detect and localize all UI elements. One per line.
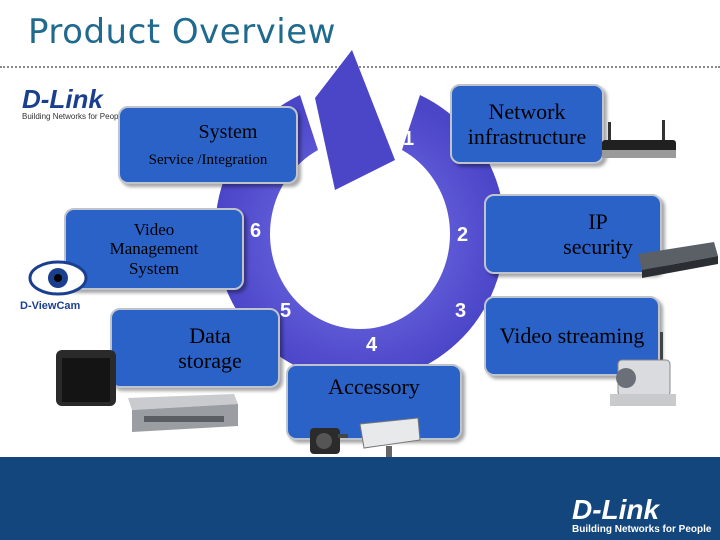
dlink-logo-footer-tagline: Building Networks for People — [572, 524, 712, 535]
lens-accessory-icon — [310, 428, 348, 454]
dlink-logo-top-brand: D-Link — [22, 84, 103, 114]
step-number-5: 5 — [280, 300, 292, 322]
data-storage-box: Data storage — [110, 308, 280, 388]
ip-camera-device-icon — [610, 332, 676, 406]
slide-title: Product Overview — [28, 12, 336, 52]
dviewcam-logo: D-ViewCam — [20, 300, 81, 312]
dlink-logo-footer-brand: D-Link — [572, 494, 660, 525]
system-integration-box: System Service /Integration — [118, 106, 298, 184]
nas-device-icon — [56, 350, 116, 406]
network-infrastructure-label: Network infrastructure — [467, 98, 587, 149]
switch-device-icon — [638, 242, 718, 278]
data-storage-label: Data storage — [178, 322, 242, 373]
network-infrastructure-box: Network infrastructure — [450, 84, 604, 164]
ip-security-label: IP security — [563, 208, 633, 259]
footer-bar — [0, 457, 720, 540]
ip-security-box: IP security — [484, 194, 662, 274]
dlink-logo-footer: D-Link Building Networks for People — [572, 494, 712, 536]
vms-box: Video Management System — [64, 208, 244, 290]
video-streaming-label: Video streaming — [499, 323, 645, 349]
dlink-logo-top-tagline: Building Networks for People — [22, 112, 125, 121]
router-device-icon — [602, 120, 676, 158]
accessory-label: Accessory — [328, 374, 420, 399]
step-number-3: 3 — [455, 300, 467, 322]
step-number-2: 2 — [457, 224, 469, 246]
service-integration-label: Service /Integration — [148, 151, 268, 168]
vms-label: Video Management System — [109, 219, 199, 278]
rack-server-device-icon — [128, 394, 238, 432]
step-number-4: 4 — [366, 334, 378, 356]
step-number-1: 1 — [403, 128, 415, 150]
dviewcam-eye-icon — [28, 260, 88, 296]
dlink-logo-top: D-Link Building Networks for People — [22, 86, 125, 121]
title-divider — [0, 66, 720, 68]
system-label: System — [198, 120, 258, 143]
step-number-6: 6 — [250, 220, 262, 242]
cycle-arrow — [315, 50, 395, 190]
